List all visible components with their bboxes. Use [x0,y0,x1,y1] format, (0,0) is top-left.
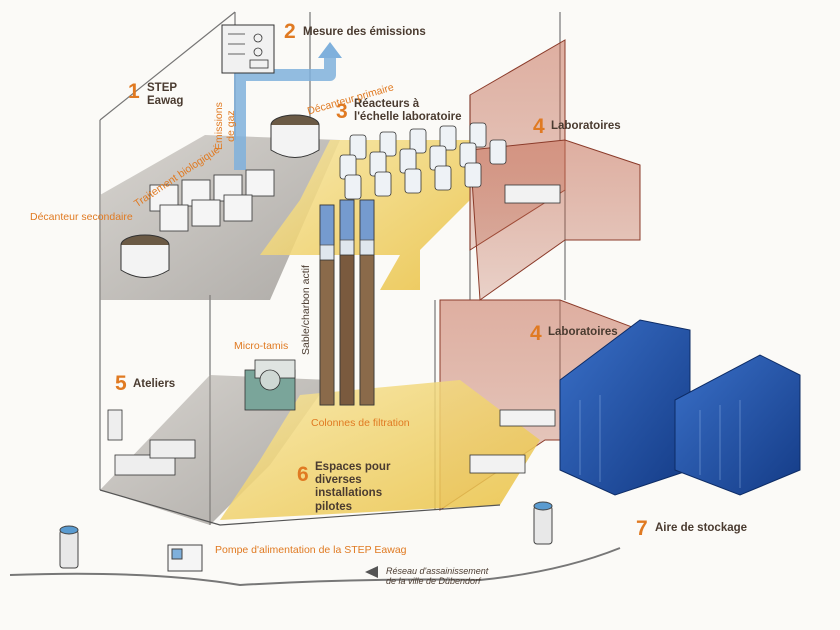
label-7-text: Aire de stockage [655,522,748,534]
label-4a-number: 4 [533,115,545,138]
annotation-decanteur-secondaire: Décanteur secondaire [30,211,133,223]
storage-containers [559,319,801,496]
ground-outline [99,489,501,526]
label-5-number: 5 [115,372,127,395]
annotation-colonnes-filtration: Colonnes de filtration [311,417,410,429]
bollards [59,501,553,569]
annotation-emissions-gaz: Émissions de gaz [213,102,238,150]
micro-sieve [244,359,296,411]
filtration-columns [319,199,375,406]
label-4a: 4 [533,115,545,139]
biological-treatment-tanks [149,169,275,232]
feed-pump [167,544,203,572]
label-3-text: Réacteurs à l'échelle laboratoire [354,98,462,124]
gas-arrow [318,42,342,58]
label-4a-text: Laboratoires [551,120,621,132]
label-2-number: 2 [284,20,296,43]
label-4b: 4 [530,322,542,346]
label-2: 2 [284,20,296,44]
label-7-number: 7 [636,517,648,540]
lower-floor-yellow [220,380,540,520]
annotation-micro-tamis: Micro-tamis [234,340,289,352]
annotation-pompe: Pompe d'alimentation de la STEP Eawag [215,544,407,556]
label-5: 5 [115,372,127,396]
workshop-benches [107,409,196,476]
label-4b-text: Laboratoires [548,326,618,338]
lab-benches [469,184,561,474]
label-1-text: STEP Eawag [147,82,184,108]
label-1-number: 1 [128,80,140,103]
emission-device [221,24,275,74]
primary-settler [270,114,320,158]
label-6: 6 [297,463,309,487]
label-7: 7 [636,517,648,541]
sewer-network [9,547,621,587]
lower-floor-grey [100,375,330,525]
label-1: 1 [128,80,140,104]
label-2-text: Mesure des émissions [303,26,426,38]
annotation-sable-charbon: Sable/charbon actif [300,265,312,355]
label-6-number: 6 [297,463,309,486]
annotation-reseau: Réseau d'assainissement de la ville de D… [386,566,489,587]
sewer-arrow [365,566,378,578]
gas-emission-pipe [234,55,336,170]
label-6-text: Espaces pour diverses installations pilo… [315,461,391,513]
lab-scale-reactors [339,122,507,200]
label-3-number: 3 [336,100,348,123]
secondary-settler [120,234,170,278]
label-5-text: Ateliers [133,378,176,390]
label-3: 3 [336,100,348,124]
label-4b-number: 4 [530,322,542,345]
